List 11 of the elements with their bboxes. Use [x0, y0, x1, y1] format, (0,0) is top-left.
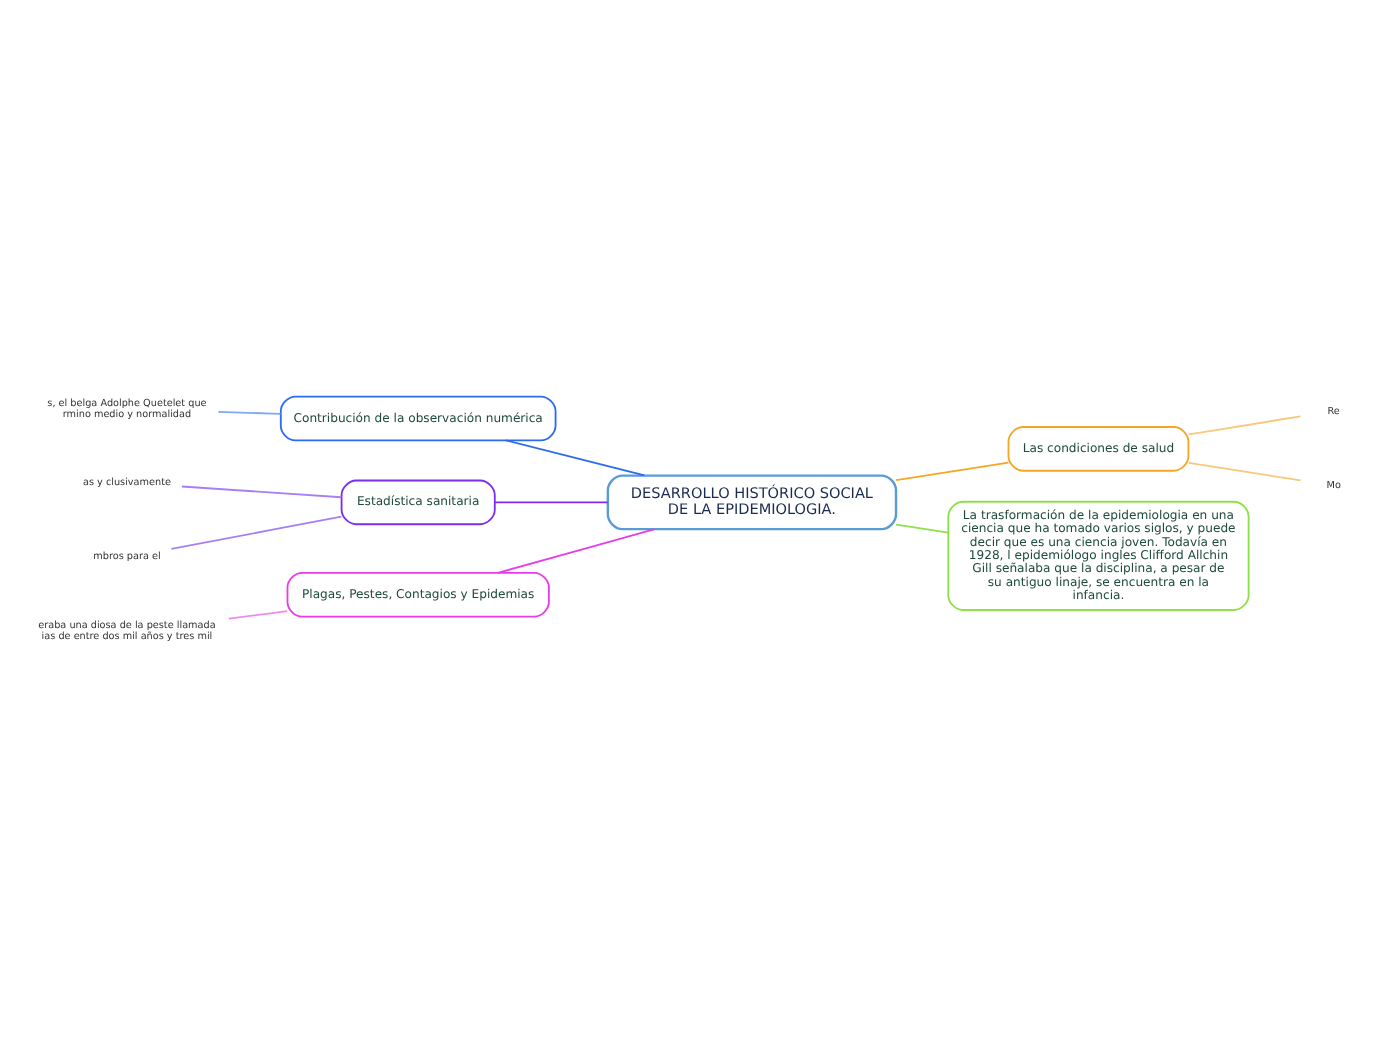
connector	[1187, 415, 1302, 436]
connector	[497, 528, 656, 574]
connector	[895, 461, 1010, 482]
connector	[494, 501, 609, 504]
connector	[1187, 461, 1302, 482]
connector	[505, 439, 646, 477]
connector	[180, 485, 343, 499]
connector	[170, 515, 343, 550]
connector	[217, 410, 282, 415]
connector	[895, 523, 949, 534]
connector	[227, 610, 289, 620]
